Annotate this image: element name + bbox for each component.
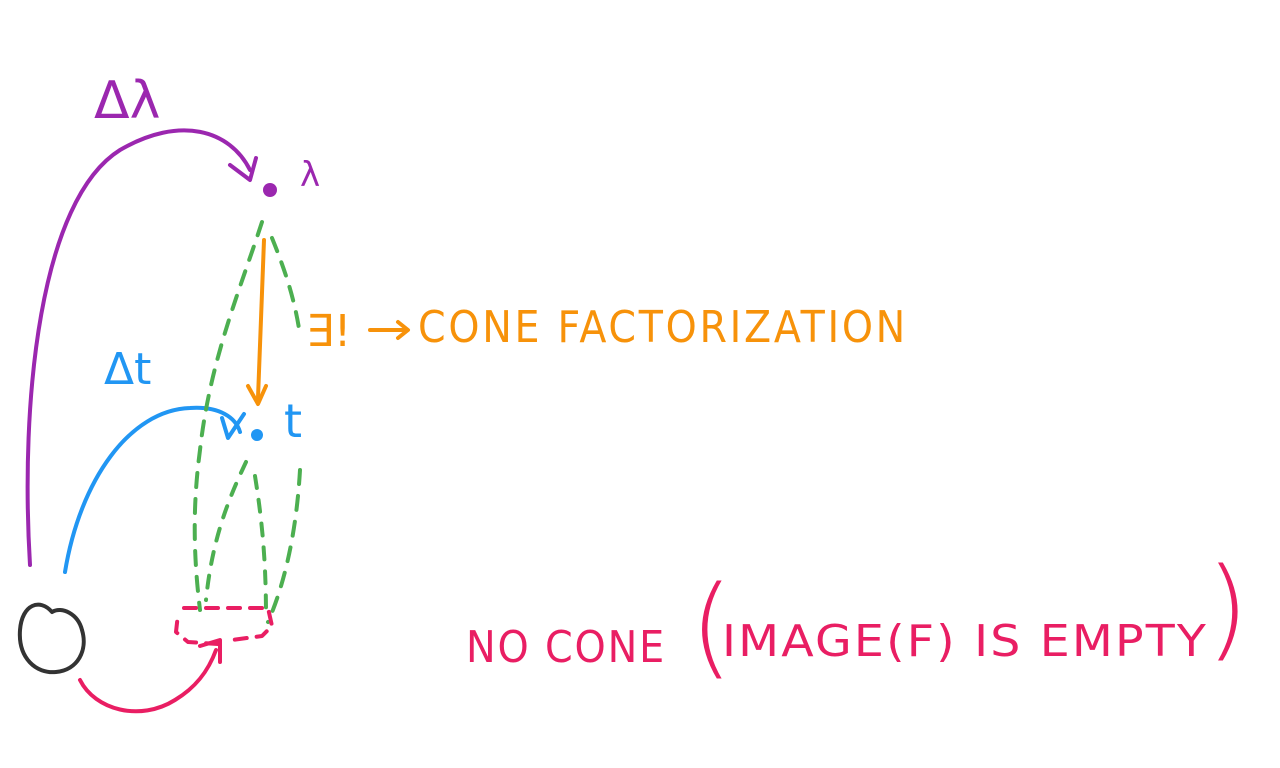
factorization-pointer-arrowhead [396, 320, 410, 340]
no-cone-label: NO CONE [466, 622, 666, 673]
empty-functor-arrowhead [198, 638, 222, 664]
close-paren: ) [1206, 544, 1249, 672]
empty-diagram-circle [17, 602, 86, 675]
cone-leg-lambda-left [192, 220, 264, 612]
lambda-label: λ [300, 155, 320, 195]
lambda-point [263, 183, 277, 197]
delta-lambda-label: Δλ [94, 71, 160, 131]
delta-t-arrow [63, 405, 242, 574]
t-label: t [284, 394, 302, 448]
empty-image-box [174, 606, 274, 646]
delta-lambda-arrowhead [228, 156, 258, 182]
factorization-arrowhead [246, 384, 268, 406]
factorization-arrow [256, 238, 266, 400]
cone-factorization-label: CONE FACTORIZATION [418, 302, 908, 353]
cone-leg-t-right [253, 474, 268, 618]
cone-leg-lambda-far [266, 468, 302, 624]
cone-leg-t-left [204, 460, 248, 602]
image-empty-label: IMAGE(F) IS EMPTY [722, 616, 1208, 667]
empty-functor-arrow [78, 648, 218, 714]
exists-unique-label: ∃! [306, 306, 351, 357]
delta-t-label: Δt [104, 344, 151, 395]
delta-t-arrowhead [220, 412, 246, 440]
t-point [251, 429, 263, 441]
open-paren: ( [690, 562, 733, 690]
cone-leg-lambda-right [270, 236, 302, 337]
delta-lambda-arrow [25, 128, 252, 567]
